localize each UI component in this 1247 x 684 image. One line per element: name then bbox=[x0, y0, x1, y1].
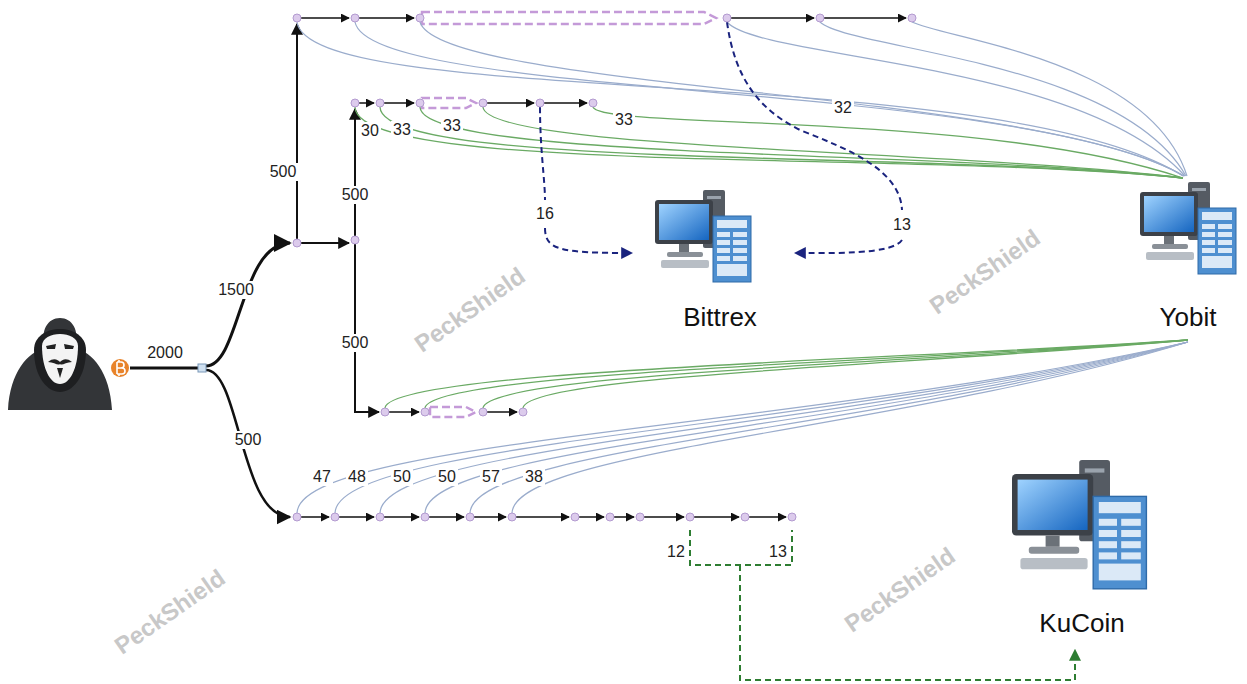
split-point bbox=[198, 364, 206, 372]
amount-label: 38 bbox=[523, 468, 545, 486]
yobit-flows bbox=[297, 22, 1188, 513]
watermark: PeckShield bbox=[925, 224, 1045, 319]
amount-label: 500 bbox=[340, 334, 371, 352]
exchange-name: Bittrex bbox=[683, 303, 757, 333]
watermark: PeckShield bbox=[840, 542, 960, 637]
amount-label: 48 bbox=[346, 468, 368, 486]
amount-label: 30 bbox=[359, 122, 381, 140]
bitcoin-symbol bbox=[111, 359, 129, 377]
exchange-node: Yobit bbox=[1156, 301, 1221, 335]
amount-label: 1500 bbox=[216, 281, 256, 299]
amount-label: 500 bbox=[340, 186, 371, 204]
amount-label: 50 bbox=[436, 468, 458, 486]
amount-label: 12 bbox=[665, 543, 687, 561]
amount-label: 16 bbox=[534, 205, 556, 223]
amount-label: 50 bbox=[391, 468, 413, 486]
exchange-node: KuCoin bbox=[1035, 607, 1128, 641]
amount-label: 500 bbox=[268, 163, 299, 181]
amount-label: 47 bbox=[311, 468, 333, 486]
amount-label: 13 bbox=[891, 216, 913, 234]
exchange-name: Yobit bbox=[1160, 303, 1217, 333]
amount-label: 57 bbox=[480, 468, 502, 486]
computer-icon bbox=[1140, 182, 1236, 274]
watermark: PeckShield bbox=[410, 262, 530, 357]
amount-label: 2000 bbox=[145, 344, 185, 362]
hacker-icon bbox=[8, 318, 112, 410]
exchange-name: KuCoin bbox=[1039, 609, 1124, 639]
amount-label: 33 bbox=[441, 117, 463, 135]
amount-label: 500 bbox=[233, 431, 264, 449]
flow-lines bbox=[130, 18, 906, 517]
address-dots bbox=[293, 14, 916, 521]
yobit-flows-green bbox=[355, 107, 1188, 408]
amount-label: 32 bbox=[832, 99, 854, 117]
watermark: PeckShield bbox=[110, 564, 230, 659]
exchange-node: Bittrex bbox=[679, 301, 761, 335]
computer-icon bbox=[655, 190, 751, 282]
amount-label: 33 bbox=[391, 121, 413, 139]
amount-label: 33 bbox=[613, 111, 635, 129]
computer-icon bbox=[1012, 460, 1146, 589]
amount-label: 13 bbox=[767, 543, 789, 561]
kucoin-flows bbox=[690, 530, 1075, 680]
